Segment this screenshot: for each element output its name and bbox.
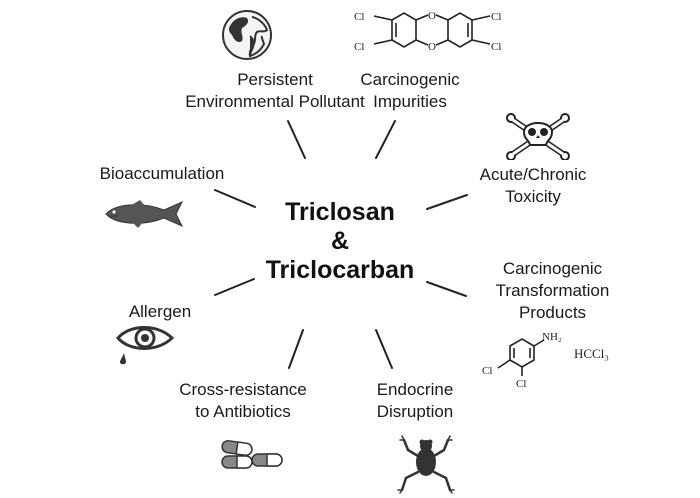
label-bioaccumulation: Bioaccumulation — [99, 164, 225, 183]
svg-text:Cl: Cl — [482, 365, 492, 377]
fish-icon — [105, 200, 184, 228]
globe-icon — [222, 10, 272, 60]
spoke-bioaccumulation — [214, 189, 256, 208]
dioxin-structure-icon: O O Cl Cl Cl Cl — [354, 10, 501, 53]
spoke-persistent — [287, 120, 306, 159]
label-endocrine: Endocrine Disruption — [376, 380, 454, 421]
spoke-transformation — [426, 281, 467, 297]
eye-tear-icon — [116, 326, 175, 365]
svg-text:Cl: Cl — [354, 11, 364, 23]
svg-text:O: O — [428, 41, 436, 53]
spoke-allergen — [214, 278, 255, 296]
svg-text:Cl: Cl — [516, 378, 526, 390]
center-title: Triclosan & Triclocarban — [230, 198, 450, 285]
svg-text:Cl: Cl — [491, 11, 501, 23]
spoke-cross-resistance — [288, 329, 304, 369]
dichloroaniline-structure-icon: NH₂ Cl Cl HCCl₃ — [482, 331, 609, 390]
center-line-1: Triclosan — [285, 198, 395, 226]
spoke-endocrine — [375, 329, 393, 369]
svg-text:O: O — [428, 10, 436, 22]
skull-crossbones-icon — [506, 113, 570, 160]
svg-text:Cl: Cl — [354, 41, 364, 53]
frog-icon — [397, 435, 455, 494]
capsules-icon — [221, 439, 283, 469]
label-carcinogenic-impurities: Carcinogenic Impurities — [360, 70, 460, 111]
center-line-2: & — [330, 227, 350, 255]
svg-text:Cl: Cl — [491, 41, 501, 53]
label-persistent: Persistent Environmental Pollutant — [185, 70, 365, 111]
label-transformation: Carcinogenic Transformation Products — [495, 259, 610, 322]
svg-text:NH₂: NH₂ — [542, 331, 562, 343]
spoke-carcinogenic-impurities — [375, 120, 396, 159]
label-toxicity: Acute/Chronic Toxicity — [479, 165, 587, 206]
center-line-3: Triclocarban — [265, 256, 415, 284]
spoke-toxicity — [426, 194, 468, 210]
svg-text:HCCl₃: HCCl₃ — [574, 346, 609, 361]
label-cross-resistance: Cross-resistance to Antibiotics — [179, 380, 307, 421]
label-allergen: Allergen — [128, 302, 192, 321]
